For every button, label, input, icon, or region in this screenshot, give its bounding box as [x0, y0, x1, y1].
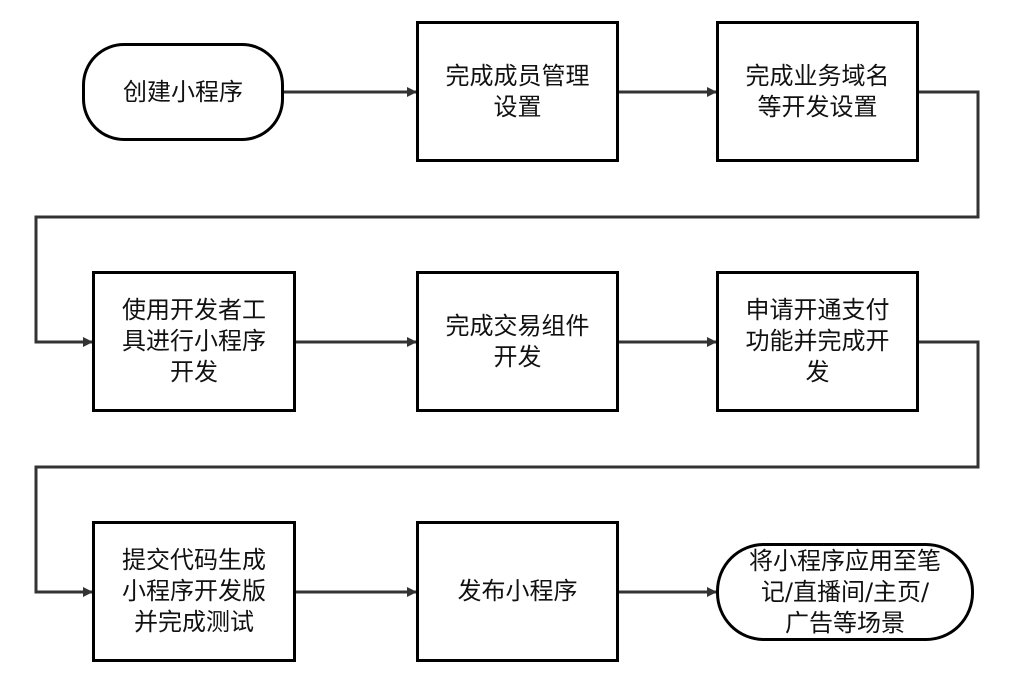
node-label: 使用开发者工 具进行小程序 开发 [122, 296, 266, 386]
node-label: 申请开通支付 功能并完成开 发 [745, 296, 890, 386]
node-start-create-mini-program: 创建小程序 [82, 43, 284, 141]
node-label: 完成成员管理 设置 [445, 61, 590, 121]
node-submit-code-and-test: 提交代码生成 小程序开发版 并完成测试 [92, 521, 296, 662]
node-label: 提交代码生成 小程序开发版 并完成测试 [122, 546, 266, 636]
node-end-apply-scenarios: 将小程序应用至笔 记/直播间/主页/ 广告等场景 [716, 543, 974, 641]
edge-n3-to-n4 [34, 90, 980, 347]
node-label: 发布小程序 [457, 577, 578, 605]
node-label: 完成交易组件 开发 [445, 311, 590, 371]
node-business-domain-setup: 完成业务域名 等开发设置 [716, 21, 919, 162]
node-label: 创建小程序 [123, 77, 243, 106]
node-publish-mini-program: 发布小程序 [416, 521, 619, 662]
node-label: 将小程序应用至笔 记/直播间/主页/ 广告等场景 [749, 546, 941, 637]
node-member-management-setup: 完成成员管理 设置 [416, 21, 619, 162]
node-dev-tools-development: 使用开发者工 具进行小程序 开发 [92, 271, 296, 412]
node-trade-component-development: 完成交易组件 开发 [416, 271, 619, 412]
node-label: 完成业务域名 等开发设置 [745, 61, 890, 121]
edge-n6-to-n7 [34, 340, 980, 597]
node-payment-feature-development: 申请开通支付 功能并完成开 发 [716, 271, 919, 412]
